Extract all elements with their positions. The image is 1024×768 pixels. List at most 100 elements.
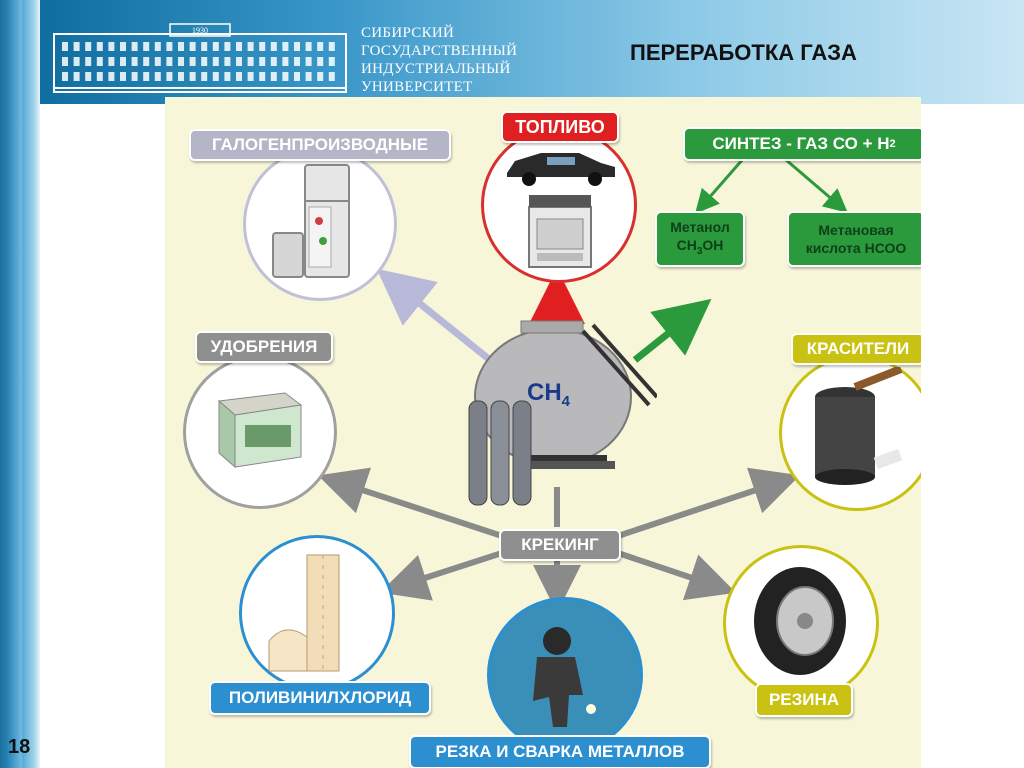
logo-window (270, 42, 277, 51)
logo-window (189, 57, 196, 66)
logo-window (154, 42, 161, 51)
label-methanol-ch: СН (676, 236, 697, 253)
fertilizer-circle (183, 355, 337, 509)
arrow-to-rubber (614, 549, 737, 601)
logo-window (73, 72, 80, 81)
logo-window (73, 57, 80, 66)
logo-window (120, 42, 126, 51)
label-formic-line1: Метановая (818, 222, 894, 238)
header-banner (40, 0, 1024, 104)
logo-window (166, 72, 173, 81)
paint-can-icon (815, 367, 903, 485)
logo-window (224, 57, 231, 66)
logo-window (85, 57, 92, 66)
arrow-to-halogen (376, 268, 493, 363)
logo-year: 1930 (192, 26, 208, 35)
arrow-to-syngas (632, 298, 712, 363)
label-syngas-text: СИНТЕЗ - ГАЗ СО + Н (712, 134, 890, 153)
logo-window (317, 42, 324, 51)
gas-processing-diagram: CH4 ГАЛОГЕНПРОИЗВОДНЫЕ ТОПЛИВО СИНТЕЗ - … (165, 97, 921, 768)
logo-window (143, 57, 150, 66)
logo-window (294, 57, 300, 66)
university-building-icon: 1930 (53, 23, 347, 93)
logo-window (294, 72, 300, 81)
left-decor-stripe (8, 0, 22, 768)
label-methanol-line1: Метанол (670, 218, 730, 235)
logo-window (108, 42, 115, 51)
logo-window (236, 42, 242, 51)
logo-window (259, 57, 266, 66)
logo-window (131, 42, 138, 51)
logo-window (212, 72, 219, 81)
logo-window (305, 57, 312, 66)
logo-window (108, 72, 115, 81)
slide-title: ПЕРЕРАБОТКА ГАЗА (630, 40, 857, 65)
logo-window (62, 57, 68, 66)
logo-window (247, 42, 254, 51)
logo-window (120, 57, 126, 66)
label-methanol-subscript: 3 (696, 245, 703, 257)
logo-window (212, 42, 219, 51)
label-pvc: ПОЛИВИНИЛХЛОРИД (209, 681, 431, 715)
logo-window (236, 72, 242, 81)
logo-window (131, 72, 138, 81)
stove-icon (528, 195, 592, 268)
center-formula-text: CH (527, 379, 562, 406)
university-name-line-2: ГОСУДАРСТВЕННЫЙ (361, 43, 518, 59)
logo-window (85, 42, 92, 51)
label-halogen: ГАЛОГЕНПРОИЗВОДНЫЕ (189, 129, 451, 161)
label-dyes: КРАСИТЕЛИ (791, 333, 921, 365)
diagram-arrows (317, 157, 848, 613)
logo-window (201, 57, 208, 66)
label-formic-line2: кислота НСОО (805, 240, 907, 256)
arrow-to-fertilizer (317, 467, 506, 540)
logo-window (178, 57, 184, 66)
label-cracking: КРЕКИНГ (499, 529, 621, 561)
logo-window (270, 57, 277, 66)
logo-window (317, 72, 324, 81)
label-rubber: РЕЗИНА (755, 683, 853, 717)
arrow-syngas-to-formic (784, 157, 848, 213)
fertilizer-box-icon (217, 392, 303, 469)
logo-window (305, 72, 312, 81)
logo-window (131, 57, 138, 66)
logo-window (305, 42, 312, 51)
logo-window (96, 57, 103, 66)
university-name-line-1: СИБИРСКИЙ (361, 25, 455, 41)
logo-window (236, 57, 242, 66)
left-decor-bar (0, 0, 40, 768)
wallpaper-roll-icon (268, 554, 340, 672)
arrow-syngas-to-methanol (695, 158, 745, 214)
label-syngas-subscript: 2 (889, 138, 896, 150)
logo-window (62, 42, 68, 51)
label-fuel: ТОПЛИВО (501, 111, 619, 143)
logo-window (201, 72, 208, 81)
university-name: СИБИРСКИЙ ГОСУДАРСТВЕННЫЙ ИНДУСТРИАЛЬНЫЙ… (361, 24, 517, 96)
logo-window (143, 72, 150, 81)
tire-icon (754, 567, 846, 675)
car-icon (507, 153, 615, 186)
university-name-line-4: УНИВЕРСИТЕТ (361, 79, 473, 95)
label-methanol-line2: СН3ОН (677, 236, 724, 261)
logo-window (224, 42, 231, 51)
logo-window (108, 57, 115, 66)
logo-window (96, 42, 103, 51)
logo-window (154, 57, 161, 66)
logo-window (154, 72, 161, 81)
label-methanol: Метанол СН3ОН (655, 211, 745, 267)
page-number: 18 (8, 736, 31, 758)
logo-window (166, 42, 173, 51)
logo-window (328, 42, 335, 51)
logo-window (282, 42, 289, 51)
logo-window (282, 72, 289, 81)
label-formic: Метановая кислота НСОО (787, 211, 921, 267)
logo-window (328, 57, 335, 66)
logo-window (143, 42, 150, 51)
label-welding: РЕЗКА И СВАРКА МЕТАЛЛОВ (409, 735, 711, 768)
logo-window (85, 72, 92, 81)
logo-window (282, 57, 289, 66)
logo-window (62, 72, 68, 81)
logo-window (178, 42, 184, 51)
center-formula-subscript: 4 (561, 392, 571, 410)
